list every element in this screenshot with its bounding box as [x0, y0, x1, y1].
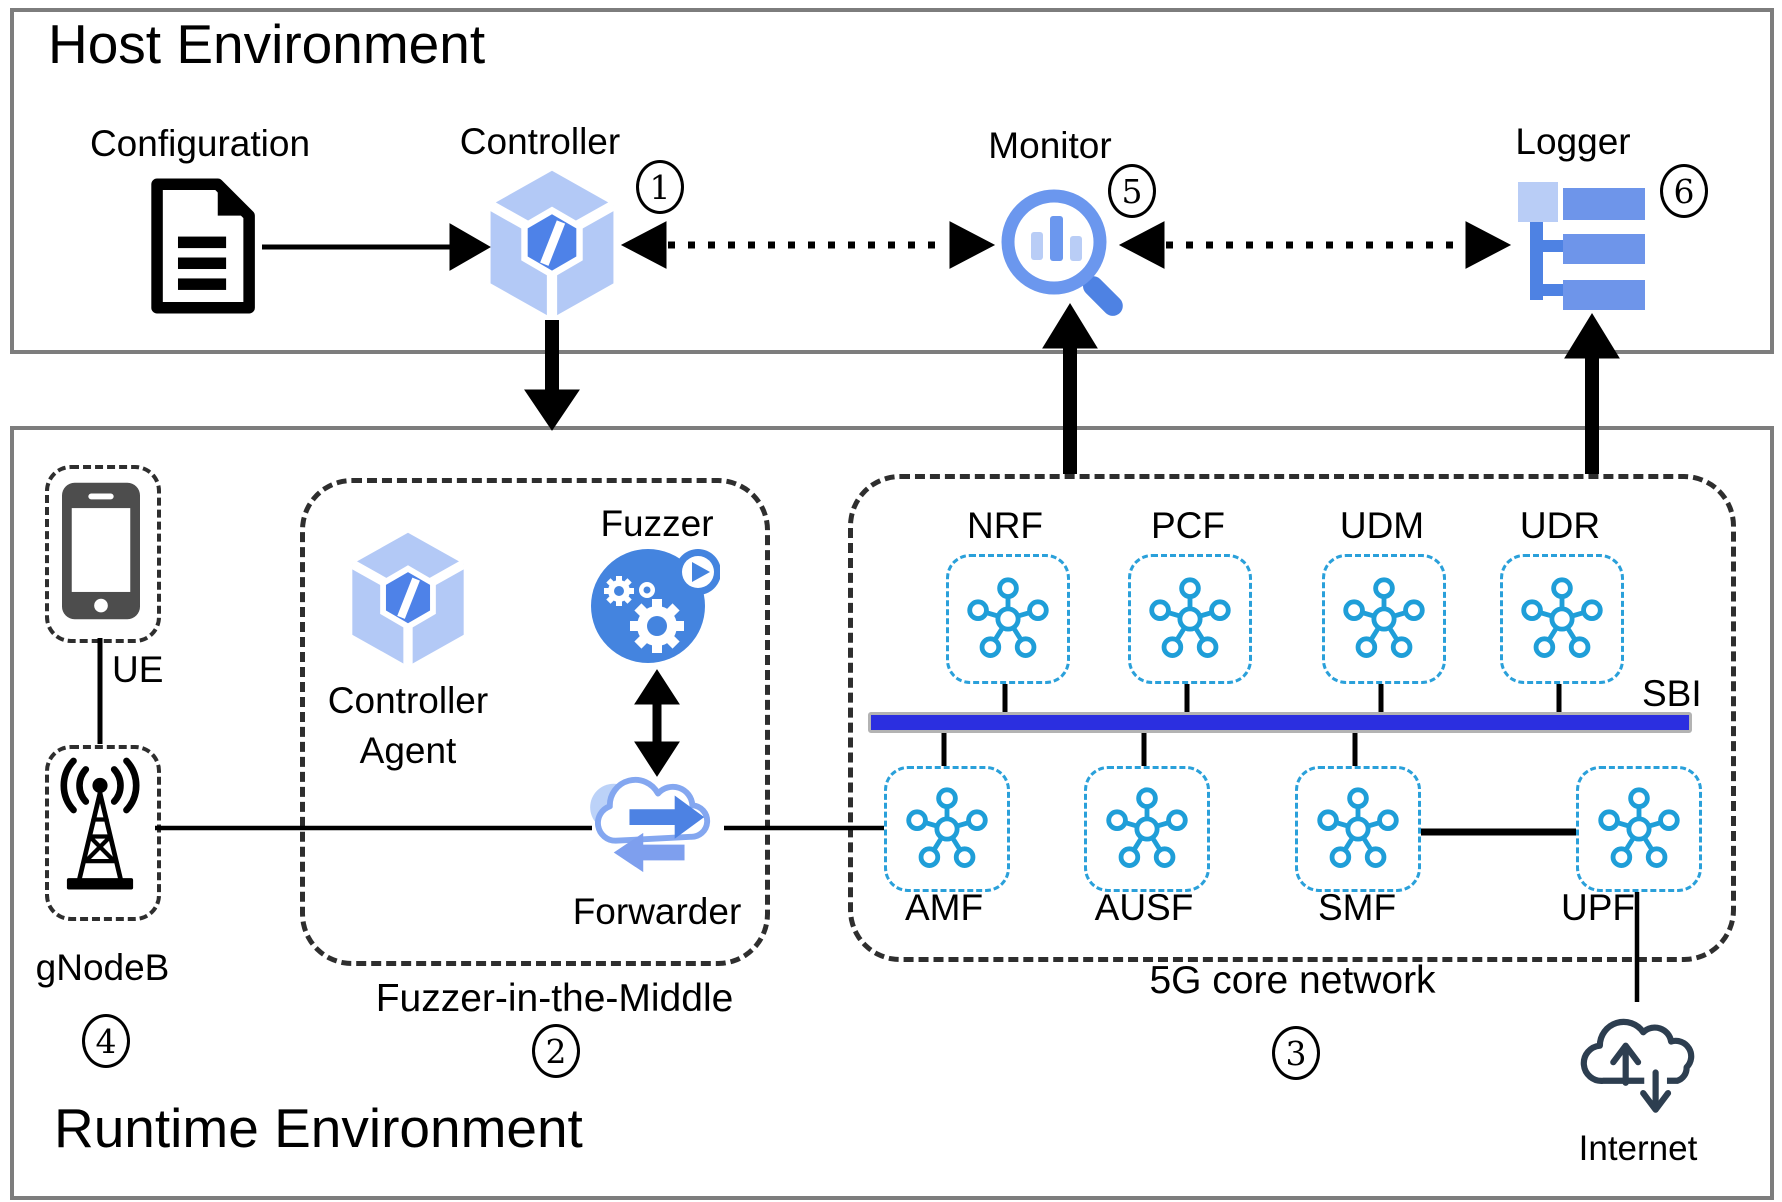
- gnodeb-label: gNodeB: [35, 947, 170, 988]
- smf-hub-icon: [1317, 787, 1399, 868]
- udm-label: UDM: [1339, 505, 1425, 546]
- controller-agent-label-line1: Controller: [327, 680, 489, 721]
- amf-hub-icon: [906, 787, 988, 868]
- ausf-box: [1084, 766, 1210, 892]
- runtime-environment-title: Runtime Environment: [54, 1097, 583, 1159]
- gnodeb-box: [45, 745, 161, 921]
- udm-hub-icon: [1343, 577, 1425, 658]
- pcf-label: PCF: [1151, 505, 1225, 546]
- udr-hub-icon: [1521, 577, 1603, 658]
- step-badge-3: 3: [1272, 1026, 1320, 1080]
- amf-label: AMF: [904, 887, 984, 928]
- upf-box: [1576, 766, 1702, 892]
- monitor-magnifier-icon: [990, 180, 1140, 330]
- host-environment-title: Host Environment: [48, 13, 486, 75]
- sbi-bus-bar: [868, 712, 1692, 733]
- controller-agent-label-line2: Agent: [359, 730, 457, 771]
- udr-label: UDR: [1519, 505, 1601, 546]
- controller-label: Controller: [459, 121, 621, 162]
- step-badge-5: 5: [1108, 164, 1156, 218]
- amf-box: [884, 766, 1010, 892]
- fuzzer-label: Fuzzer: [600, 503, 714, 544]
- udm-box: [1322, 554, 1446, 684]
- step-badge-5-number: 5: [1121, 171, 1143, 211]
- logger-label: Logger: [1515, 121, 1631, 162]
- upf-label: UPF: [1561, 887, 1635, 928]
- nrf-box: [946, 554, 1070, 684]
- fitm-label: Fuzzer-in-the-Middle: [375, 977, 734, 1020]
- gnodeb-antenna-icon: [48, 756, 152, 900]
- ue-box: [45, 465, 161, 643]
- logger-list-icon: [1518, 182, 1648, 310]
- nrf-label: NRF: [966, 505, 1044, 546]
- forwarder-cloud-icon: [588, 766, 726, 882]
- step-badge-4-number: 4: [95, 1021, 117, 1061]
- step-badge-4: 4: [82, 1014, 130, 1068]
- smf-box: [1295, 766, 1421, 892]
- step-badge-1-number: 1: [649, 167, 671, 207]
- udr-box: [1500, 554, 1624, 684]
- fuzzer-in-the-middle-box: [300, 478, 770, 966]
- ausf-hub-icon: [1106, 787, 1188, 868]
- pcf-box: [1128, 554, 1252, 684]
- host-environment-box: [10, 8, 1774, 354]
- fuzzer-gears-icon: [588, 542, 720, 674]
- internet-cloud-icon: [1572, 996, 1700, 1116]
- sbi-label: SBI: [1642, 673, 1702, 714]
- internet-label: Internet: [1578, 1129, 1698, 1168]
- upf-hub-icon: [1598, 787, 1680, 868]
- smf-label: SMF: [1317, 887, 1397, 928]
- controller-agent-label: Controller Agent: [268, 676, 548, 776]
- core-network-label: 5G core network: [1149, 959, 1436, 1002]
- forwarder-label: Forwarder: [572, 891, 742, 932]
- step-badge-1: 1: [636, 160, 684, 214]
- ausf-label: AUSF: [1094, 887, 1194, 928]
- controller-agent-cube-icon: [350, 532, 466, 668]
- configuration-label: Configuration: [89, 123, 311, 164]
- configuration-document-icon: [142, 178, 260, 314]
- step-badge-6-number: 6: [1673, 171, 1695, 211]
- ue-phone-icon: [62, 482, 140, 620]
- step-badge-6: 6: [1660, 164, 1708, 218]
- 5g-core-network-box: [848, 474, 1736, 962]
- step-badge-3-number: 3: [1285, 1033, 1307, 1073]
- monitor-label: Monitor: [988, 125, 1112, 166]
- controller-cube-icon: [488, 170, 616, 320]
- nrf-hub-icon: [967, 577, 1049, 658]
- step-badge-2-number: 2: [545, 1031, 567, 1071]
- ue-label: UE: [112, 649, 164, 690]
- pcf-hub-icon: [1149, 577, 1231, 658]
- step-badge-2: 2: [532, 1024, 580, 1078]
